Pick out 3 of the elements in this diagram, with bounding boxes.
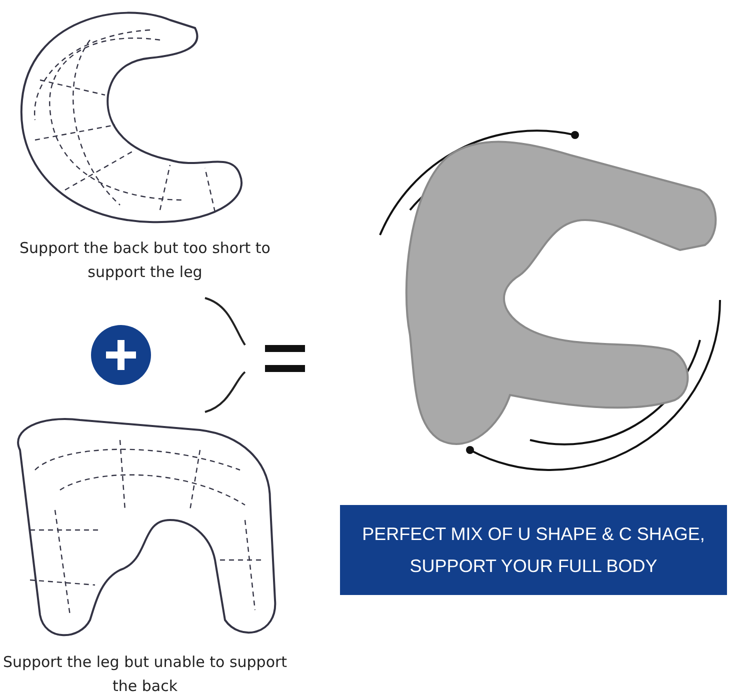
node-label: Support the leg but unable to support the back <box>2 652 288 697</box>
node-label: Support the back but too short to support the leg <box>18 238 272 283</box>
headline-banner: PERFECT MIX OF U SHAPE & C SHAGE, SUPPORT YOUR FULL BODY <box>340 505 727 595</box>
